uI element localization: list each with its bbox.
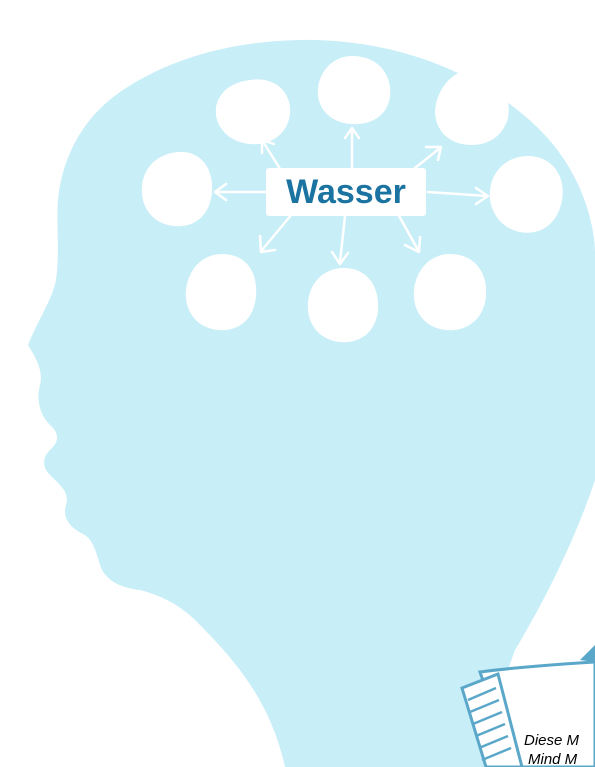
bubble-right [490,156,563,233]
pencil-tip [580,645,595,662]
bubble-top-left [216,79,290,144]
bubble-bottom [308,268,378,342]
note-line-2: Mind M [528,751,578,767]
note-line-1: Diese M [524,732,580,749]
bubble-top [318,56,390,124]
center-node-label: Wasser [286,173,406,211]
bubble-bottom-right [414,254,486,330]
head-silhouette [28,40,595,767]
